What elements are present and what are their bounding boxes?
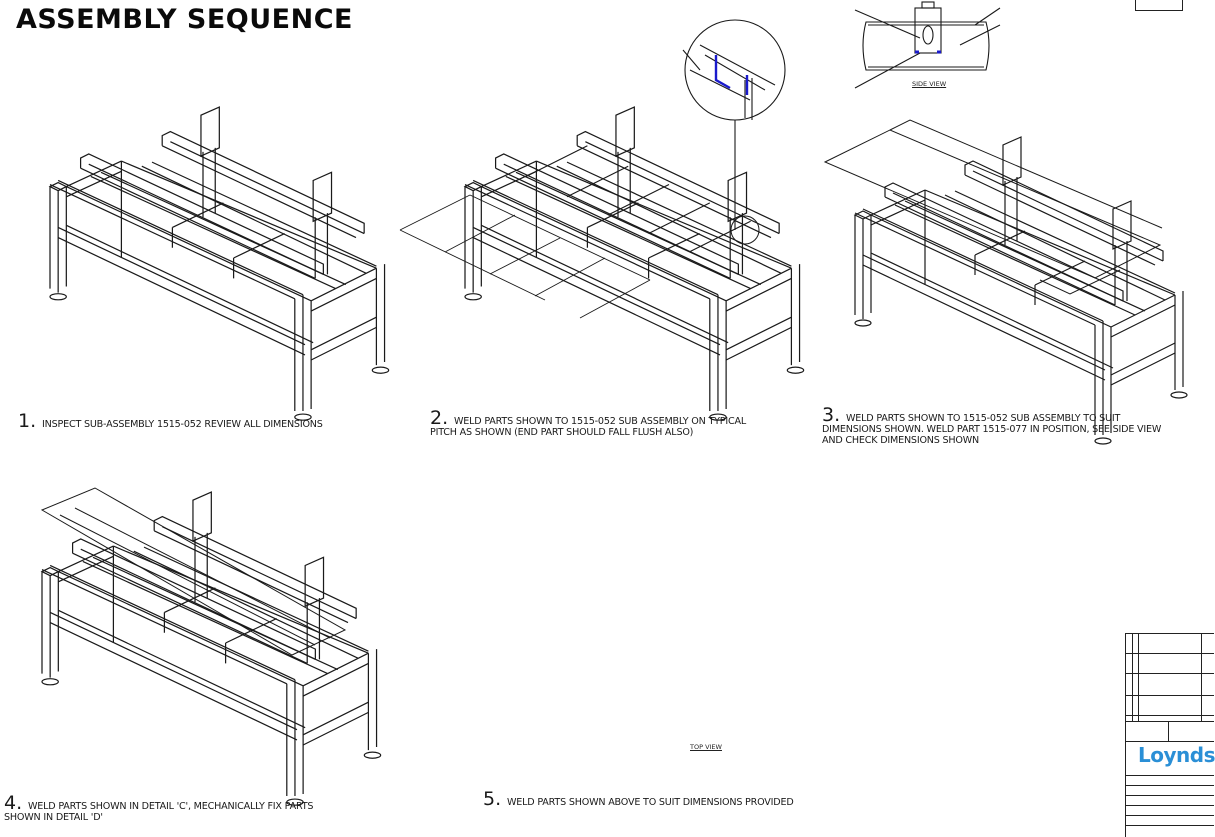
step-5-number: 5. <box>483 788 502 810</box>
step-3-isometric-frame <box>854 136 1188 445</box>
step-2-caption: 2. WELD PARTS SHOWN TO 1515-052 SUB ASSE… <box>430 409 747 439</box>
step-2-text-line2: PITCH AS SHOWN (END PART SHOULD FALL FLU… <box>430 427 694 438</box>
step-3-text-line2: DIMENSIONS SHOWN. WELD PART 1515-077 IN … <box>822 424 1162 435</box>
step-2-number: 2. <box>430 407 449 429</box>
step-2-pitch-dimension-grid <box>399 194 651 319</box>
company-logo-text: Loynds <box>1138 743 1215 767</box>
step-4-number: 4. <box>4 792 23 814</box>
side-view-label: SIDE VIEW <box>912 80 947 88</box>
step-4-text-line2: SHOWN IN DETAIL 'D' <box>4 812 103 823</box>
step-3-caption: 3. WELD PARTS SHOWN TO 1515-052 SUB ASSE… <box>822 406 1162 447</box>
step-2-text-line1: WELD PARTS SHOWN TO 1515-052 SUB ASSEMBL… <box>454 416 747 427</box>
step-1-text: INSPECT SUB-ASSEMBLY 1515-052 REVIEW ALL… <box>42 419 323 430</box>
title-block: Loynds <box>1125 633 1215 837</box>
do-not-scale-box <box>1135 0 1183 11</box>
step-4-top-plate <box>40 487 347 656</box>
step-5-text: WELD PARTS SHOWN ABOVE TO SUIT DIMENSION… <box>507 797 794 808</box>
top-view-label: TOP VIEW <box>690 743 722 751</box>
step-1-number: 1. <box>18 410 37 432</box>
step-5-caption: 5. WELD PARTS SHOWN ABOVE TO SUIT DIMENS… <box>483 790 794 809</box>
step-3-top-plate <box>823 119 1163 295</box>
step-3-text-line3: AND CHECK DIMENSIONS SHOWN <box>822 435 980 446</box>
detail-a-weld-mark <box>714 55 749 95</box>
step-1-isometric-frame <box>49 106 390 421</box>
step-3-number: 3. <box>822 404 841 426</box>
detail-a-callout-circle <box>730 215 760 245</box>
step-1-caption: 1. INSPECT SUB-ASSEMBLY 1515-052 REVIEW … <box>18 412 323 431</box>
detail-a-circle <box>682 19 786 230</box>
step-4-text-line1: WELD PARTS SHOWN IN DETAIL 'C', MECHANIC… <box>28 801 314 812</box>
page-title: ASSEMBLY SEQUENCE <box>16 4 353 35</box>
side-view-section <box>854 1 1001 89</box>
step-2-isometric-frame <box>464 106 805 421</box>
step-3-text-line1: WELD PARTS SHOWN TO 1515-052 SUB ASSEMBL… <box>846 413 1121 424</box>
step-4-caption: 4. WELD PARTS SHOWN IN DETAIL 'C', MECHA… <box>4 794 314 824</box>
company-logo: Loynds <box>1138 743 1215 767</box>
